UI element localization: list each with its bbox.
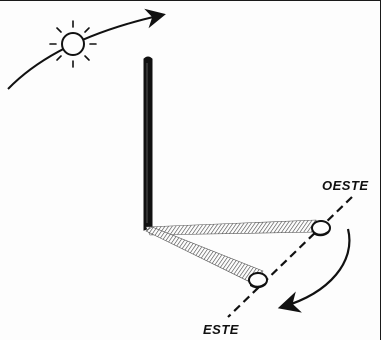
curved-arrow-down-icon <box>277 228 351 313</box>
marker-stone-west <box>311 220 331 237</box>
shadow-west <box>145 219 321 236</box>
gnomon-stick <box>143 56 153 231</box>
marker-stone-east <box>248 272 268 289</box>
east-west-line <box>227 196 353 318</box>
sun-icon <box>49 20 97 68</box>
shadow-east <box>145 226 264 286</box>
label-west: OESTE <box>322 178 369 193</box>
sun-path-arrow <box>7 8 166 90</box>
label-east: ESTE <box>203 322 239 337</box>
